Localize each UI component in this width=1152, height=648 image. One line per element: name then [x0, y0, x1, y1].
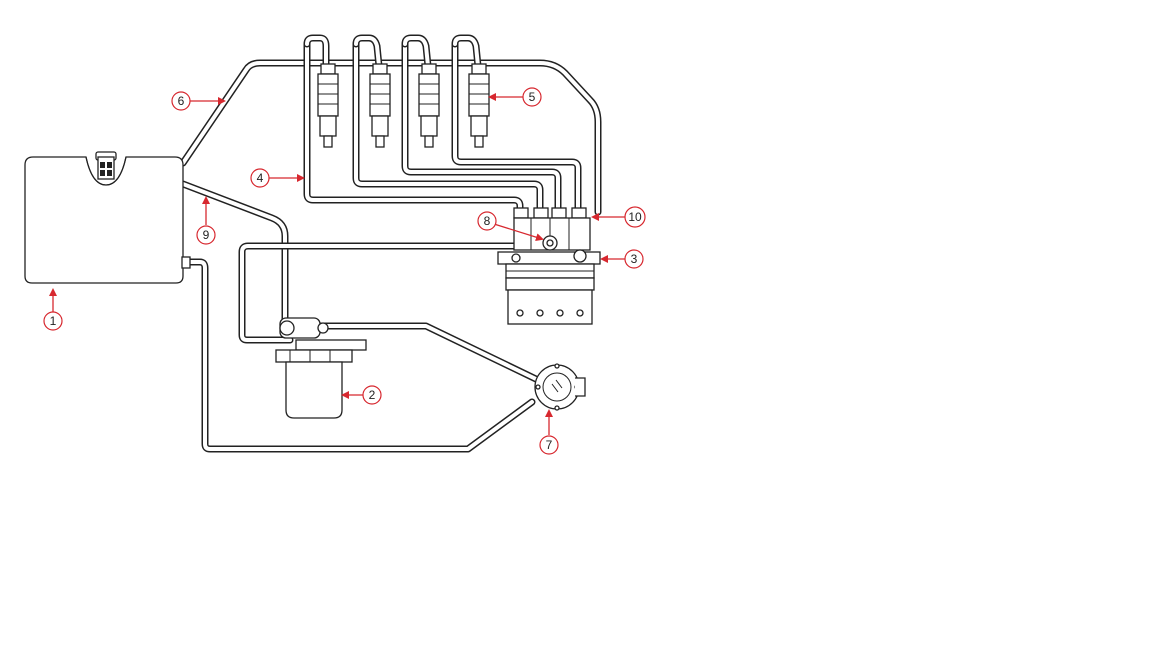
callouts: 1 2 3 4 5 6 7: [43, 87, 646, 455]
fuel-tank: [24, 151, 191, 284]
fuel-lines: [179, 34, 602, 453]
callout-4: 4: [250, 168, 305, 188]
callout-7: 7: [539, 409, 559, 455]
fuel-filter: [275, 317, 367, 419]
callout-10: 10: [591, 206, 646, 228]
injector-3: [418, 63, 440, 148]
svg-text:8: 8: [484, 214, 491, 228]
callout-5: 5: [488, 87, 542, 107]
svg-text:3: 3: [631, 252, 638, 266]
injector-2: [369, 63, 391, 148]
fuel-injectors: [317, 63, 490, 148]
svg-text:7: 7: [546, 438, 553, 452]
fuel-injection-pump: [497, 207, 601, 325]
filler-cap-icon: [95, 151, 117, 180]
callout-6: 6: [171, 91, 226, 111]
svg-text:6: 6: [178, 94, 185, 108]
svg-text:2: 2: [369, 388, 376, 402]
svg-text:4: 4: [257, 171, 264, 185]
callout-1: 1: [43, 288, 63, 331]
svg-text:10: 10: [628, 210, 642, 224]
fuel-lift-pump: [534, 363, 586, 411]
injector-4: [468, 63, 490, 148]
svg-text:9: 9: [203, 228, 210, 242]
callout-9: 9: [196, 196, 216, 245]
callout-3: 3: [600, 249, 644, 269]
svg-text:1: 1: [50, 314, 57, 328]
callout-2: 2: [341, 385, 382, 405]
svg-text:5: 5: [529, 90, 536, 104]
callout-8: 8: [477, 211, 544, 242]
injector-1: [317, 63, 339, 148]
